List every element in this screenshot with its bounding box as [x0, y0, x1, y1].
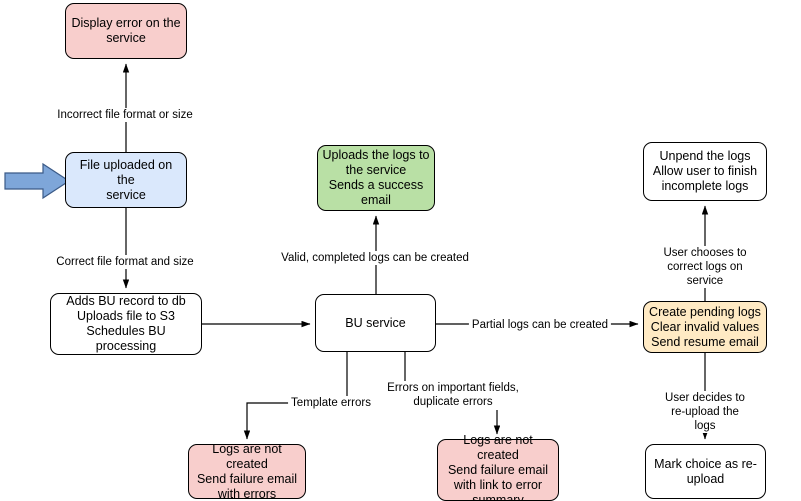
edge-label-template-errors: Template errors	[288, 396, 374, 410]
node-adds-bu-record[interactable]: Adds BU record to db Uploads file to S3 …	[50, 293, 202, 355]
node-logs-not-created-2[interactable]: Logs are not created Send failure email …	[437, 433, 559, 501]
edge-label-valid-logs: Valid, completed logs can be created	[278, 251, 472, 265]
node-bu-service[interactable]: BU service	[315, 294, 436, 352]
edge-label-correct-format: Correct file format and size	[53, 255, 197, 269]
node-mark-choice[interactable]: Mark choice as re- upload	[645, 444, 766, 499]
node-file-uploaded[interactable]: File uploaded on the service	[65, 152, 187, 208]
node-create-pending-logs[interactable]: Create pending logs Clear invalid values…	[643, 301, 767, 353]
node-display-error[interactable]: Display error on the service	[65, 3, 187, 59]
edge-label-user-reupload: User decides to re-upload the logs	[657, 391, 753, 433]
edge-label-important-errors: Errors on important fields, duplicate er…	[384, 381, 522, 409]
node-uploads-logs[interactable]: Uploads the logs to the service Sends a …	[317, 145, 435, 211]
node-unpend-logs[interactable]: Unpend the logs Allow user to finish inc…	[643, 142, 767, 201]
edge-label-incorrect-format: Incorrect file format or size	[54, 108, 196, 122]
entry-arrow-icon	[4, 162, 71, 200]
node-logs-not-created-1[interactable]: Logs are not created Send failure email …	[188, 442, 306, 501]
edge-label-user-corrects: User chooses to correct logs on service	[657, 246, 753, 288]
edge-label-partial-logs: Partial logs can be created	[468, 318, 612, 332]
